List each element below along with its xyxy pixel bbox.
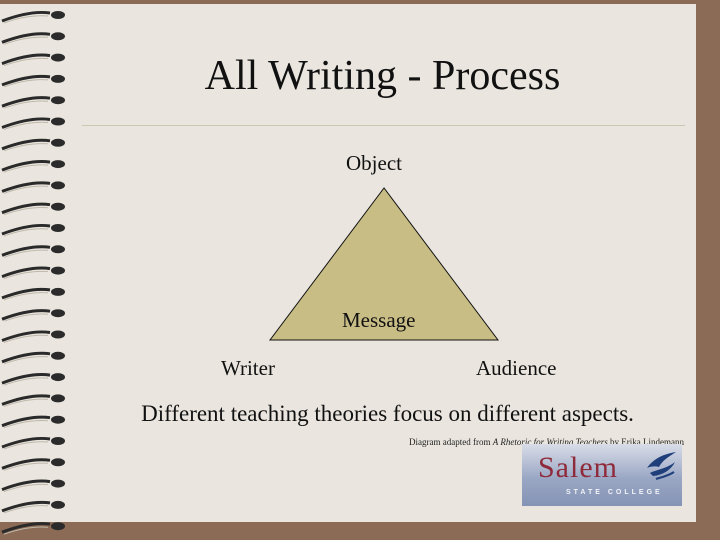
- slide-title: All Writing - Process: [204, 53, 561, 99]
- spiral-ring: [1, 96, 65, 109]
- spiral-ring: [1, 138, 65, 152]
- spiral-ring: [1, 32, 65, 45]
- credit-note: Diagram adapted from A Rhetoric for Writ…: [409, 437, 684, 447]
- logo-name: Salem: [538, 451, 618, 484]
- spiral-ring: [1, 522, 65, 535]
- spiral-binding: [1, 11, 65, 535]
- spiral-ring: [1, 202, 65, 216]
- credit-suffix: by Erika Lindemann: [607, 437, 684, 447]
- spiral-ring: [1, 415, 65, 429]
- center-label: Message: [342, 308, 416, 332]
- spiral-ring: [1, 373, 65, 386]
- credit-prefix: Diagram adapted from: [409, 437, 493, 447]
- credit-book: A Rhetoric for Writing Teachers: [492, 437, 608, 447]
- spiral-ring: [1, 479, 65, 493]
- apex-label: Object: [346, 151, 402, 175]
- spiral-ring: [1, 287, 65, 301]
- spiral-ring: [1, 394, 65, 407]
- spiral-ring: [1, 458, 65, 471]
- spiral-ring: [1, 266, 65, 280]
- spiral-ring: [1, 117, 65, 130]
- spiral-ring: [1, 500, 65, 514]
- spiral-ring: [1, 224, 65, 237]
- spiral-ring: [1, 11, 65, 24]
- spiral-ring: [1, 330, 65, 343]
- caption: Different teaching theories focus on dif…: [141, 401, 634, 426]
- spiral-ring: [1, 245, 65, 258]
- salem-logo: Salem STATE COLLEGE: [522, 444, 682, 506]
- logo-subtitle: STATE COLLEGE: [566, 489, 663, 496]
- spiral-ring: [1, 351, 65, 365]
- right-label: Audience: [476, 356, 557, 380]
- bird-wave-icon: [647, 452, 676, 480]
- spiral-ring: [1, 74, 65, 88]
- left-label: Writer: [221, 356, 275, 380]
- spiral-ring: [1, 309, 65, 322]
- spiral-ring: [1, 437, 65, 450]
- spiral-ring: [1, 181, 65, 194]
- title-divider: [82, 125, 685, 126]
- spiral-ring: [1, 160, 65, 173]
- spiral-ring: [1, 53, 65, 67]
- triangle-shape: [269, 187, 499, 341]
